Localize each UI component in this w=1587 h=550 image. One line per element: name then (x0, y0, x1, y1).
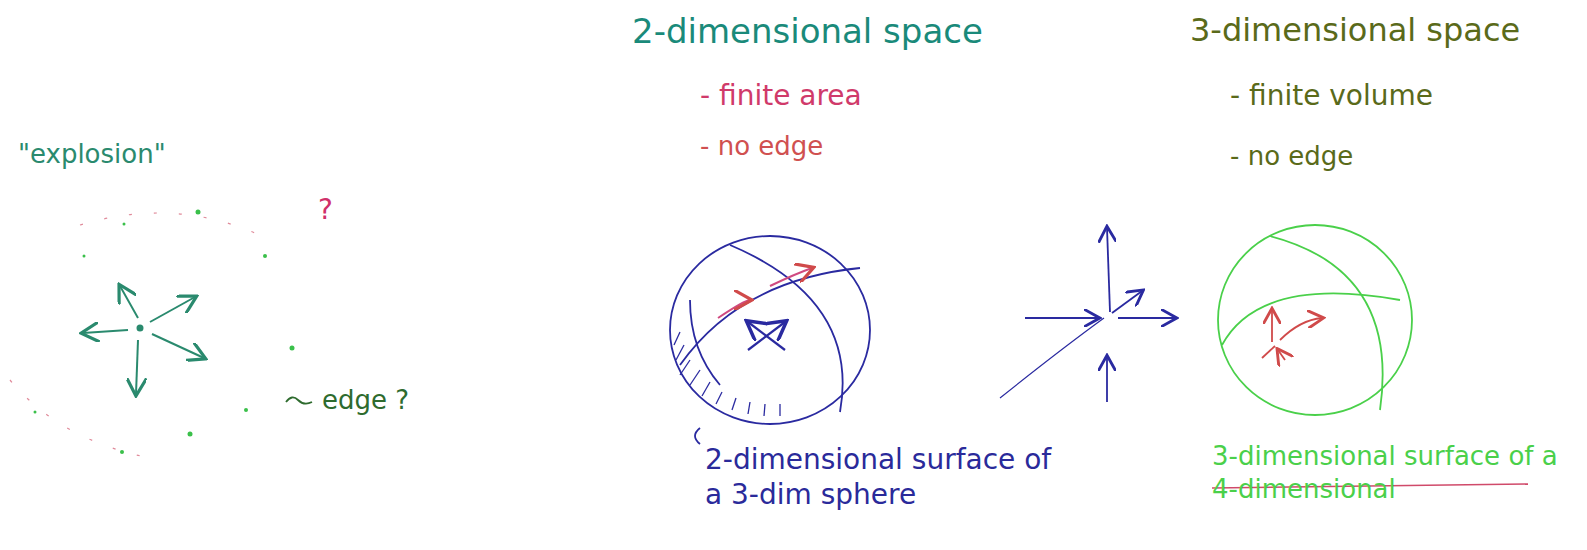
heading-text: 2-dimensional space (632, 10, 983, 53)
note-text: edge ? (322, 384, 409, 417)
caption-text: 2-dimensional surface of a 3-dim sphere (705, 442, 1065, 512)
bullet-text: - finite volume (1230, 78, 1433, 113)
edge-outline (10, 213, 270, 458)
bullet-text: - no edge (700, 130, 823, 163)
note-text: "explosion" (18, 138, 166, 171)
bullet-text: - finite area (700, 78, 862, 113)
galaxy-dots (34, 210, 295, 455)
bullet-text: - no edge (1230, 140, 1353, 173)
explosion-sketch (83, 286, 204, 394)
heading-text: 3-dimensional space (1190, 10, 1520, 50)
path-on-sphere (718, 268, 812, 318)
red-arrows (1262, 310, 1322, 360)
hypersphere-sketch (1218, 225, 1412, 415)
leader-line (286, 397, 312, 403)
question-mark: ? (318, 192, 333, 227)
axes-sketch (1000, 228, 1175, 402)
caption-text: 3-dimensional surface of a 4-dimensional (1212, 440, 1572, 505)
sphere-sketch (670, 236, 870, 444)
